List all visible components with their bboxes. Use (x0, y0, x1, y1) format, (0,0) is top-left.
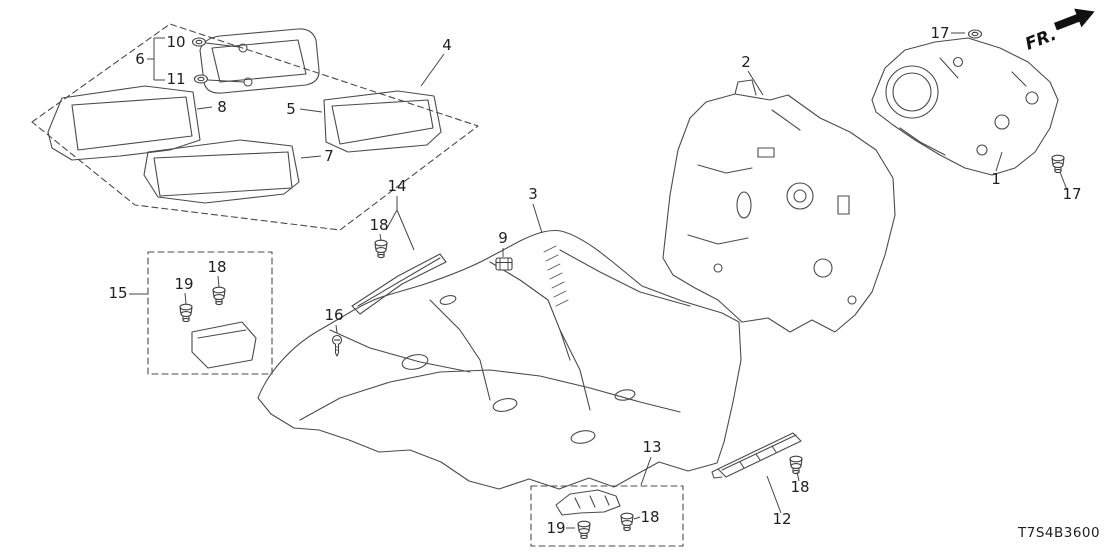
callout-1: 1 (991, 170, 1001, 188)
callout-19-box13: 19 (546, 519, 565, 537)
grommet-18-near14-icon (374, 239, 388, 259)
callout-6: 6 (135, 50, 145, 68)
grommet-19-box15-icon (179, 303, 193, 323)
callout-13: 13 (642, 438, 661, 456)
clip-10-icon (191, 37, 207, 47)
callout-18-box15: 18 (207, 258, 226, 276)
fr-label: FR. (1023, 25, 1060, 55)
grommet-19-box13-icon (577, 520, 591, 540)
clip-11-icon (193, 74, 209, 84)
leader-lines (129, 32, 1068, 529)
floor-mat-front-art (199, 28, 320, 94)
carpet-hatch-detail (543, 245, 569, 307)
callout-4: 4 (442, 36, 452, 54)
grommet-17-right-icon (1051, 154, 1065, 174)
callout-labels: 10 6 11 4 8 5 7 14 18 3 9 2 17 1 17 15 1… (108, 24, 1081, 537)
callout-17-top: 17 (930, 24, 949, 42)
mat-set-boundary (31, 23, 479, 231)
grommet-18-box13-icon (620, 512, 634, 532)
callout-14: 14 (387, 177, 406, 195)
fr-direction-indicator: FR. (1023, 8, 1095, 55)
screw-16-icon (331, 334, 343, 357)
mat-anchor-15-art (147, 251, 273, 375)
clip-17-top-icon (967, 29, 983, 39)
callout-5: 5 (286, 100, 296, 118)
callout-11: 11 (166, 70, 185, 88)
callout-8: 8 (217, 98, 227, 116)
callout-9: 9 (498, 229, 508, 247)
callout-12: 12 (772, 510, 791, 528)
callout-18-box13: 18 (640, 508, 659, 526)
garnish-strip-12-art (711, 432, 802, 479)
bracket-13-art (530, 485, 684, 547)
grommet-18-box15-icon (212, 286, 226, 306)
fr-arrow-icon (1054, 8, 1095, 31)
callout-15: 15 (108, 284, 127, 302)
callout-17-right: 17 (1062, 185, 1081, 203)
floor-mat-8-art (47, 85, 201, 161)
callout-19-box15: 19 (174, 275, 193, 293)
callout-18-near14: 18 (369, 216, 388, 234)
floor-mat-5-art (323, 90, 442, 153)
callout-16: 16 (324, 306, 343, 324)
dash-panel-art (871, 37, 1059, 176)
callout-7: 7 (324, 147, 334, 165)
sill-strip-14-art (351, 253, 447, 315)
callout-2: 2 (741, 53, 751, 71)
callout-10: 10 (166, 33, 185, 51)
grommet-18-near12-icon (789, 455, 803, 475)
callout-3: 3 (528, 185, 538, 203)
diagram-code: T7S4B3600 (1017, 525, 1100, 541)
clip-9-icon (495, 257, 513, 271)
floor-mat-7-art (143, 139, 300, 204)
callout-18-near12: 18 (790, 478, 809, 496)
dash-insulator-art (662, 79, 896, 333)
